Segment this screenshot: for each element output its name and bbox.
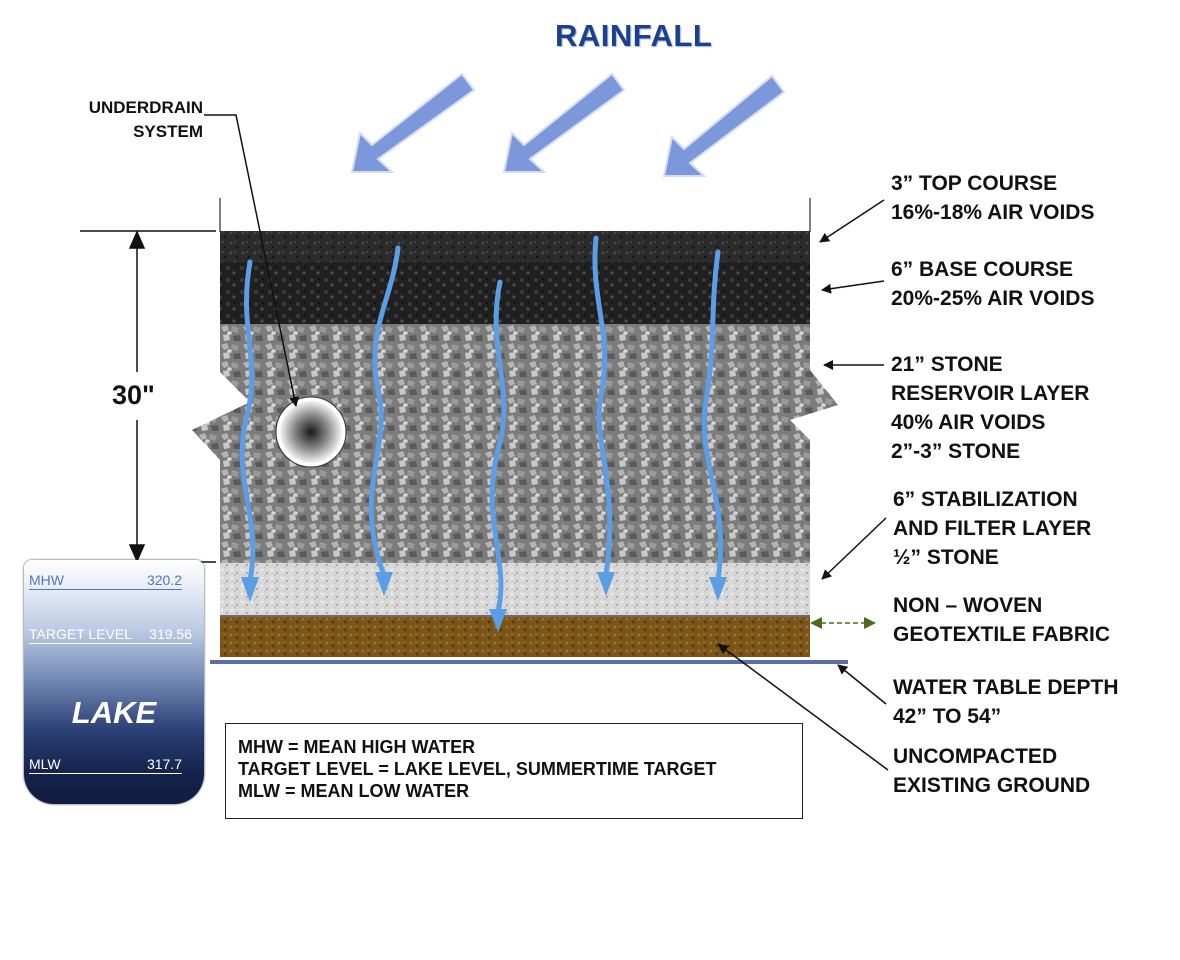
layer-leaders [717, 199, 889, 771]
stone-reservoir-layer [192, 324, 838, 563]
lake-panel: MHW 320.2 TARGET LEVEL 319.56 LAKE MLW 3… [24, 560, 204, 804]
label-line: UNCOMPACTED [893, 745, 1058, 768]
label-line: AND FILTER LAYER [893, 517, 1092, 540]
legend-item: TARGET LEVEL = LAKE LEVEL, SUMMERTIME TA… [238, 759, 717, 779]
filter-layer [220, 563, 810, 616]
label-line: WATER TABLE DEPTH [893, 676, 1119, 699]
label-line: 40% AIR VOIDS [891, 411, 1046, 434]
label-line: EXISTING GROUND [893, 774, 1091, 797]
legend-box: MHW = MEAN HIGH WATER TARGET LEVEL = LAK… [225, 723, 803, 819]
base-course-layer [220, 262, 810, 324]
underdrain-leader [204, 114, 300, 407]
label-line: RESERVOIR LAYER [891, 382, 1090, 405]
label-line: NON – WOVEN [893, 594, 1043, 617]
top-course-layer [220, 231, 810, 262]
water-flow-arrowheads [241, 572, 727, 632]
label-line: GEOTEXTILE FABRIC [893, 623, 1111, 646]
diagram-title: RAINFALL [555, 18, 713, 53]
label-line: 6” BASE COURSE [891, 258, 1074, 281]
top-course-label: 3” TOP COURSE 16%-18% AIR VOIDS [891, 169, 1094, 227]
water-table-label: WATER TABLE DEPTH 42” TO 54” [893, 673, 1119, 731]
rain-arrows [350, 72, 786, 177]
down-left-arrow-icon [662, 74, 786, 177]
label-line: 20%-25% AIR VOIDS [891, 287, 1095, 310]
water-flow-arrows [239, 235, 724, 615]
underdrain-label: UNDERDRAIN SYSTEM [60, 96, 203, 144]
mhw-label: MHW [29, 572, 64, 588]
target-level-value: 319.56 [149, 626, 192, 642]
label-line: 16%-18% AIR VOIDS [891, 201, 1095, 224]
lake-title: LAKE [71, 695, 157, 730]
underdrain-label-line: UNDERDRAIN [88, 98, 203, 117]
filter-layer-label: 6” STABILIZATION AND FILTER LAYER ½” STO… [893, 485, 1091, 572]
down-left-arrow-icon [350, 72, 476, 173]
target-level-row: TARGET LEVEL 319.56 [29, 626, 192, 644]
label-line: 42” TO 54” [893, 705, 1002, 728]
geotextile-label: NON – WOVEN GEOTEXTILE FABRIC [893, 591, 1110, 649]
label-line: 6” STABILIZATION [893, 488, 1078, 511]
legend-item: MHW = MEAN HIGH WATER [238, 737, 476, 757]
geotextile-leader [810, 617, 876, 629]
legend-item: MLW = MEAN LOW WATER [238, 781, 470, 801]
target-level-label: TARGET LEVEL [29, 626, 132, 642]
reservoir-label: 21” STONE RESERVOIR LAYER 40% AIR VOIDS … [891, 350, 1089, 466]
base-course-label: 6” BASE COURSE 20%-25% AIR VOIDS [891, 255, 1094, 313]
mhw-row: MHW 320.2 [29, 572, 182, 590]
existing-ground-label: UNCOMPACTED EXISTING GROUND [893, 742, 1090, 800]
label-line: 21” STONE [891, 353, 1003, 376]
underdrain-label-line: SYSTEM [133, 122, 203, 141]
label-line: 2”-3” STONE [891, 440, 1021, 463]
mlw-label: MLW [29, 756, 61, 772]
depth-label: 30" [112, 380, 155, 410]
soil-layer [220, 617, 810, 657]
label-line: 3” TOP COURSE [891, 172, 1058, 195]
mlw-value: 317.7 [146, 756, 182, 772]
mhw-value: 320.2 [146, 572, 182, 588]
label-line: ½” STONE [893, 546, 999, 569]
mlw-row: MLW 317.7 [29, 756, 182, 774]
down-left-arrow-icon [502, 72, 626, 173]
pipe-icon [275, 396, 347, 468]
